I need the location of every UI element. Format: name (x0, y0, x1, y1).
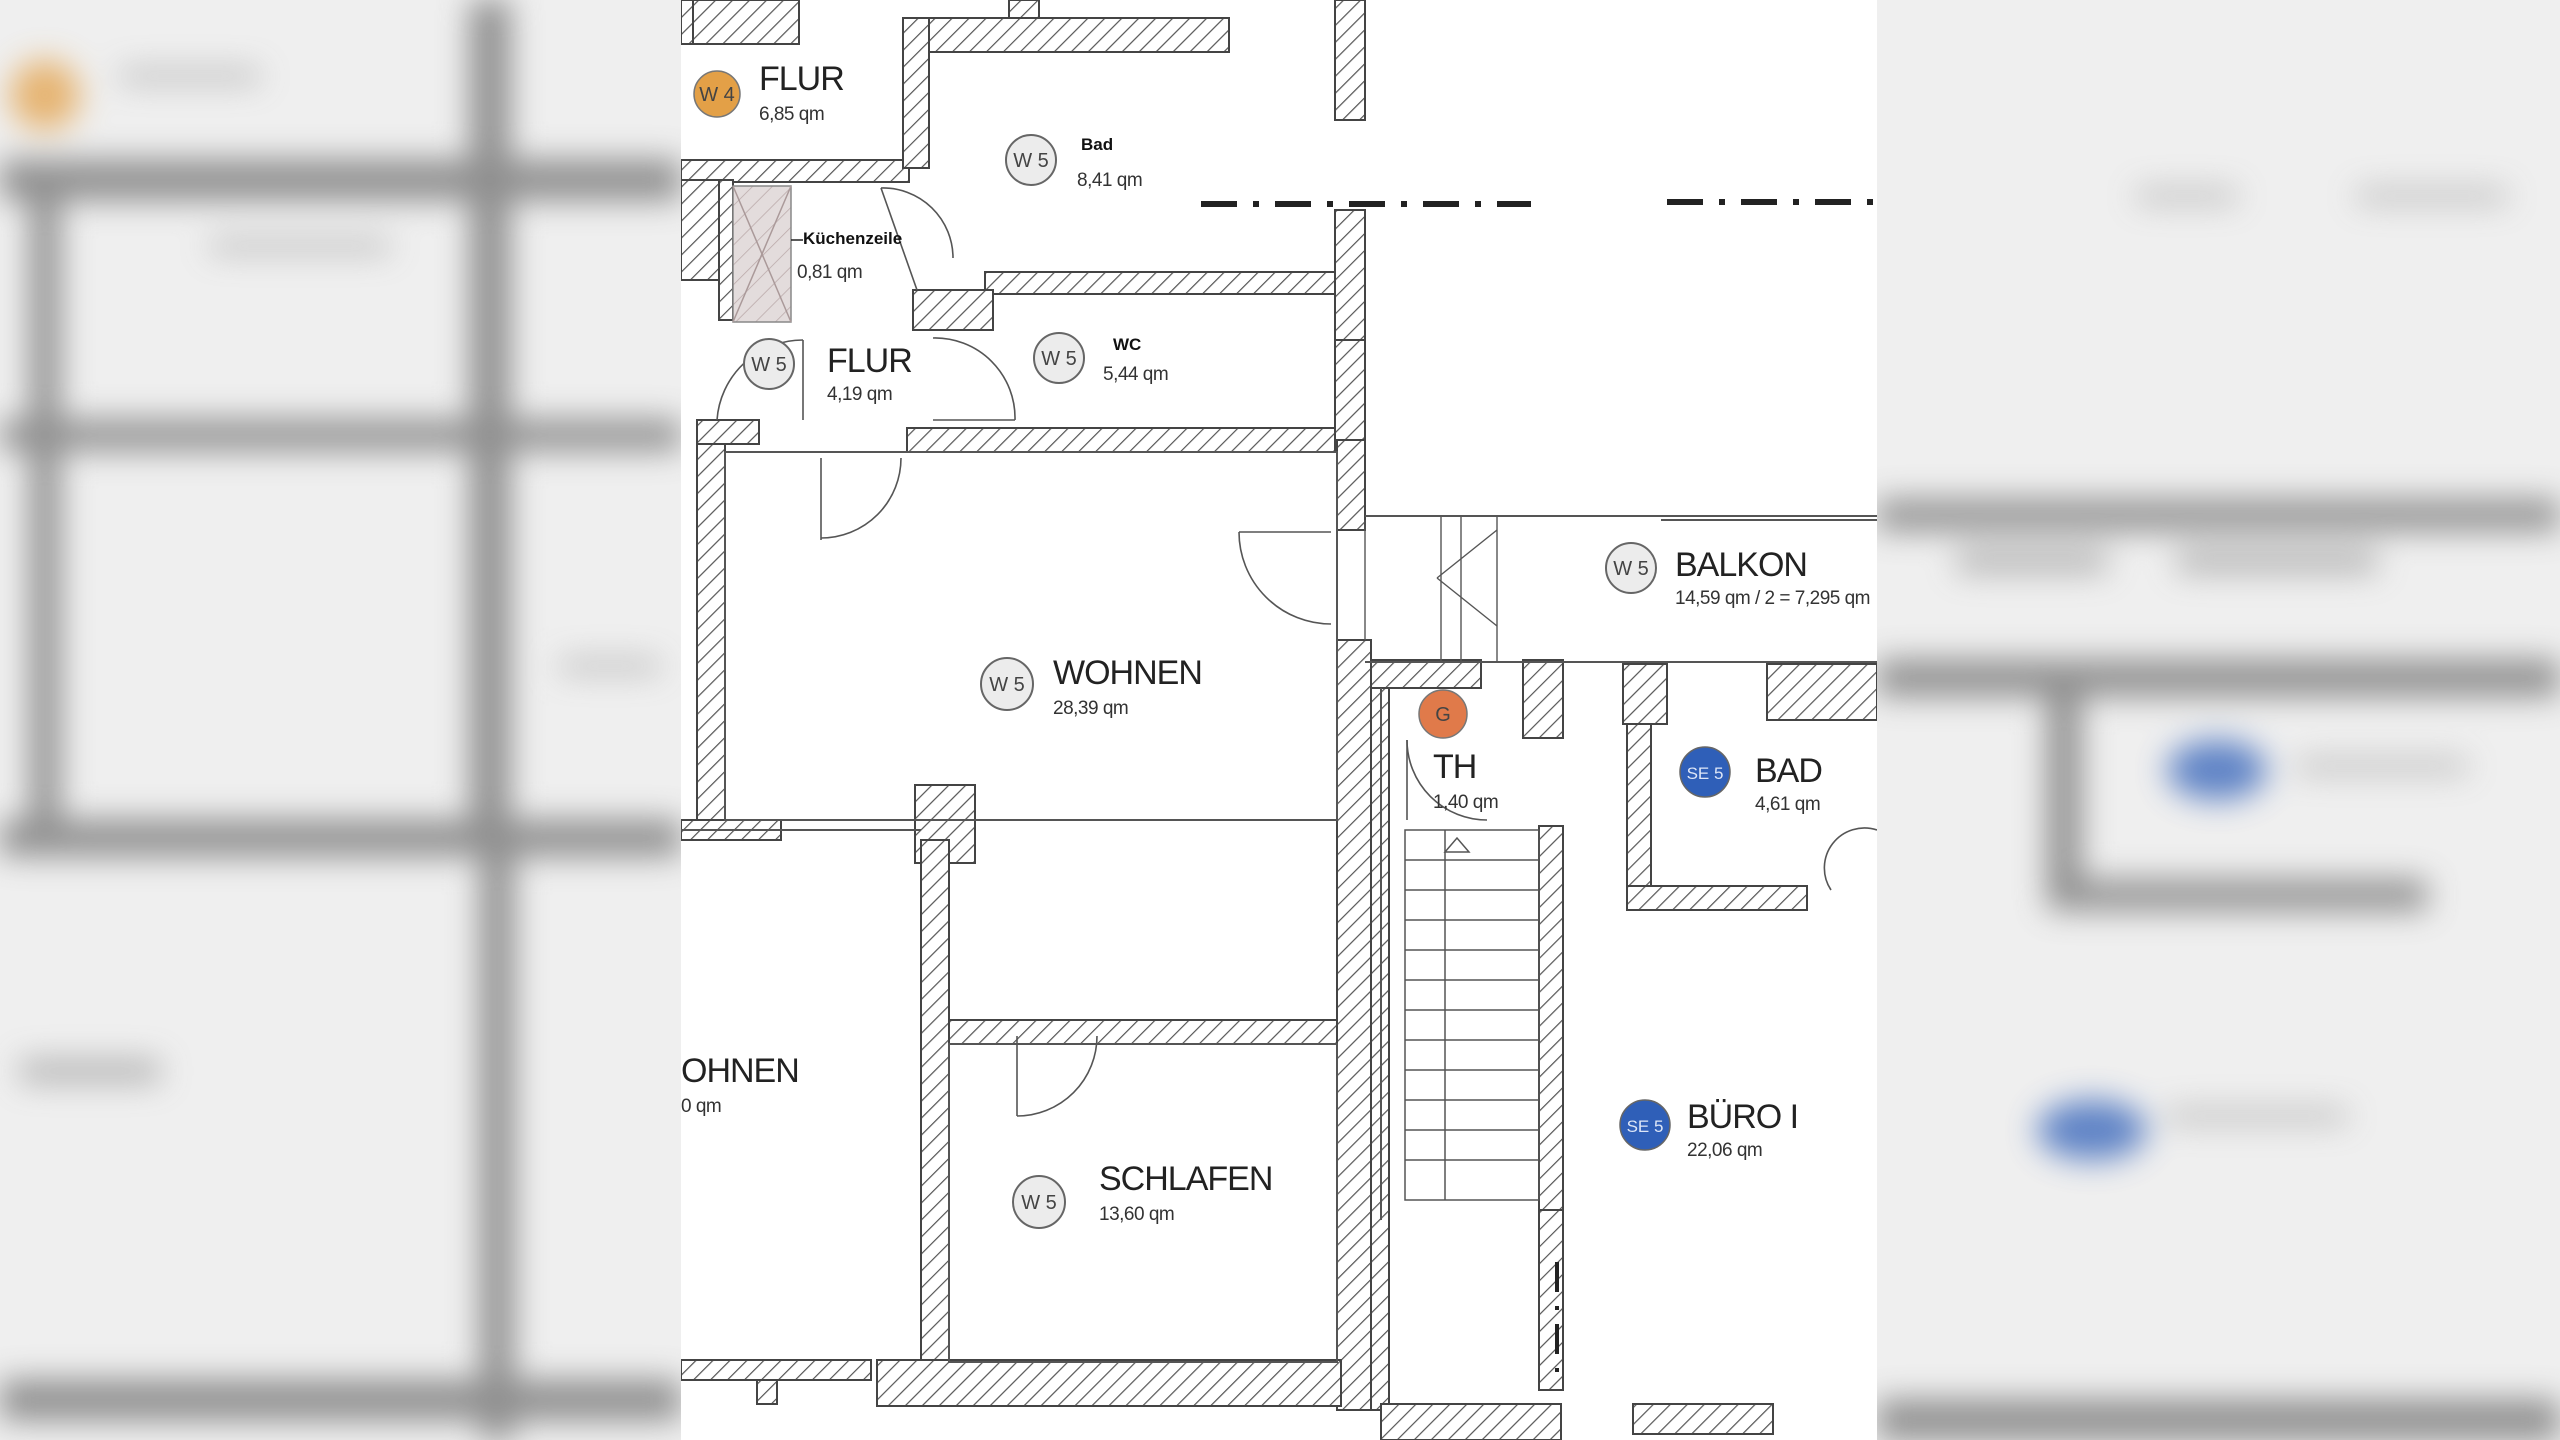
room-badges: W 4 W 5 W 5 W 5 W 5 W 5 G SE 5 W 5 SE 5 (693, 70, 1731, 1229)
door-swings (716, 187, 1877, 1117)
badge-w4 (693, 70, 741, 118)
label-kuechenzeile-name: Küchenzeile (803, 229, 902, 248)
badge-wc (1033, 332, 1085, 384)
badge-schlafen-text: W 5 (1021, 1192, 1057, 1214)
room-labels: FLUR 6,85 qm Bad 8,41 qm Küchenzeile 0,8… (681, 60, 1871, 1225)
label-flur-w5-area: 4,19 qm (827, 384, 892, 405)
label-schlafen-area: 13,60 qm (1099, 1204, 1174, 1225)
floor-plan-drawing: W 4 W 5 W 5 W 5 W 5 W 5 G SE 5 W 5 SE 5 … (681, 0, 1877, 1440)
badge-bad (1005, 134, 1057, 186)
badge-schlafen (1012, 1175, 1066, 1229)
label-wc-name: WC (1113, 335, 1141, 354)
label-wc-area: 5,44 qm (1103, 364, 1168, 385)
label-bad-name: Bad (1081, 135, 1113, 154)
label-wohnen-area: 28,39 qm (1053, 698, 1128, 719)
badge-wc-text: W 5 (1041, 348, 1077, 370)
badge-w4-text: W 4 (699, 84, 735, 106)
badge-buero-text: SE 5 (1627, 1117, 1664, 1136)
label-bad-area: 8,41 qm (1077, 170, 1142, 191)
balcony-railing (1364, 516, 1498, 662)
label-th-name: TH (1433, 748, 1476, 786)
badge-buero (1619, 1099, 1671, 1151)
label-wohnen-name: WOHNEN (1053, 654, 1202, 692)
badge-flur-w5-text: W 5 (751, 354, 787, 376)
badge-bad-se5 (1679, 746, 1731, 798)
label-kuechenzeile-area: 0,81 qm (797, 262, 862, 283)
badge-balkon-text: W 5 (1613, 558, 1649, 580)
badge-bad-text: W 5 (1013, 150, 1049, 172)
label-wohnen-partial-area: 0 qm (681, 1096, 721, 1117)
badge-th-text: G (1435, 704, 1451, 726)
badge-flur-w5 (743, 338, 795, 390)
label-th-area: 1,40 qm (1433, 792, 1498, 813)
label-buero-name: BÜRO I (1687, 1098, 1798, 1136)
badge-wohnen-text: W 5 (989, 674, 1025, 696)
left-blurred-background (0, 0, 681, 1440)
label-bad-se5-area: 4,61 qm (1755, 794, 1820, 815)
label-flur-w4-area: 6,85 qm (759, 104, 824, 125)
label-balkon-area: 14,59 qm / 2 = 7,295 qm (1675, 588, 1870, 609)
badge-balkon (1605, 542, 1657, 594)
badge-th (1418, 689, 1468, 739)
staircase (1404, 829, 1540, 1201)
label-bad-se5-name: BAD (1755, 752, 1822, 790)
label-balkon-name: BALKON (1675, 546, 1807, 584)
room-outlines (681, 451, 1877, 1363)
label-wohnen-partial-name: OHNEN (681, 1052, 799, 1090)
label-flur-w4-name: FLUR (759, 60, 844, 98)
label-buero-area: 22,06 qm (1687, 1140, 1762, 1161)
floor-plan: W 4 W 5 W 5 W 5 W 5 W 5 G SE 5 W 5 SE 5 … (681, 0, 1877, 1440)
label-flur-w5-name: FLUR (827, 342, 912, 380)
right-blurred-background (1877, 0, 2560, 1440)
badge-bad-se5-text: SE 5 (1687, 764, 1724, 783)
dash-dot-line (1201, 199, 1877, 1380)
label-schlafen-name: SCHLAFEN (1099, 1160, 1272, 1198)
walls (681, 0, 1877, 1440)
badge-wohnen (980, 657, 1034, 711)
